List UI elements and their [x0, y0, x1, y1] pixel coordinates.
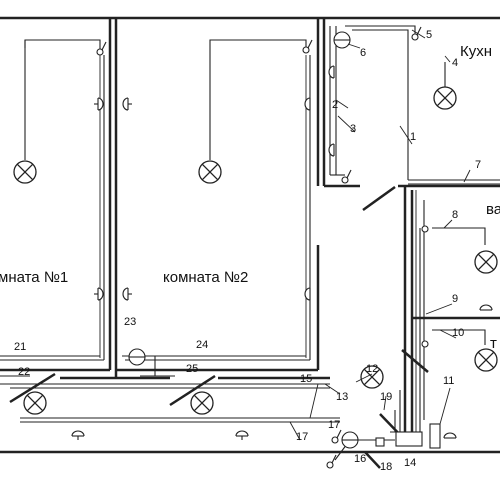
socket-icon: [71, 65, 493, 440]
lamp-corridor-2: [190, 391, 214, 415]
room-label-toilet: т: [490, 335, 497, 352]
lamp-corridor-1: [23, 391, 47, 415]
meter-box-14: [395, 431, 423, 447]
lamps: [13, 86, 498, 415]
label-23: 23: [124, 316, 136, 328]
switches: [96, 26, 429, 469]
label-12: 12: [366, 363, 378, 375]
label-9: 9: [452, 293, 458, 305]
label-3: 3: [350, 123, 356, 135]
label-18: 18: [380, 461, 392, 473]
lamp-hall: [360, 365, 384, 389]
label-11: 11: [443, 375, 454, 387]
label-5: 5: [426, 29, 432, 41]
room-names: мната №1 комната №2 Кухн ва т: [0, 43, 500, 352]
label-22: 22: [18, 366, 30, 378]
box-19: [375, 437, 385, 447]
label-8: 8: [452, 209, 458, 221]
label-7: 7: [475, 159, 481, 171]
lamp-room1: [13, 160, 37, 184]
distribution-box-11: [429, 423, 441, 449]
label-25: 25: [186, 363, 198, 375]
label-15: 15: [300, 373, 312, 385]
label-19: 19: [380, 391, 392, 403]
label-14: 14: [404, 457, 416, 469]
label-4: 4: [452, 57, 458, 69]
label-2: 2: [332, 99, 338, 111]
lamp-kitchen: [433, 86, 457, 110]
room-label-room2: комната №2: [163, 269, 248, 286]
room-label-room1: мната №1: [0, 269, 68, 286]
sockets: [71, 65, 493, 440]
junction-boxes: [128, 31, 441, 449]
lamp-room2: [198, 160, 222, 184]
label-17b: 17: [328, 419, 340, 431]
callout-labels: 1 2 3 4 5 6 7 8 9 10 11 12 13 14 15 16 1…: [14, 29, 481, 473]
label-24: 24: [196, 339, 208, 351]
room-label-kitchen: Кухн: [460, 43, 492, 60]
switch-icon: [96, 26, 429, 469]
label-10: 10: [452, 327, 464, 339]
label-1: 1: [410, 131, 416, 143]
label-6: 6: [360, 47, 366, 59]
label-13: 13: [336, 391, 348, 403]
walls: [0, 16, 500, 469]
label-21: 21: [14, 341, 26, 353]
label-16: 16: [354, 453, 366, 465]
room-label-bath: ва: [486, 201, 500, 218]
wiring: [0, 25, 500, 461]
lamp-toilet: [474, 348, 498, 372]
leader-lines: [289, 29, 471, 441]
label-17a: 17: [296, 431, 308, 443]
lamp-bath: [474, 250, 498, 274]
